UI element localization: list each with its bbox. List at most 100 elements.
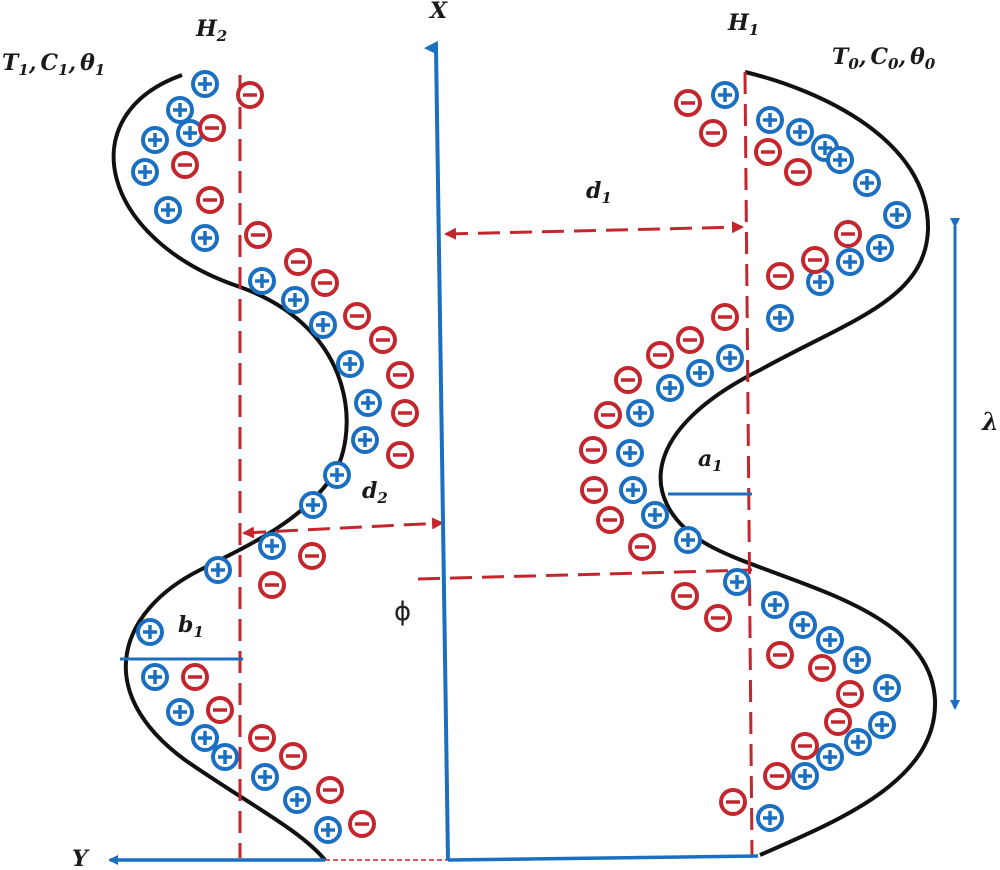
negative-charge-icon: [596, 506, 624, 534]
positive-charge-icon: [716, 344, 744, 372]
positive-charge-icon: [816, 626, 844, 654]
d1-arrow: [444, 221, 744, 240]
negative-charge-icon: [348, 810, 376, 838]
d1-label: d1: [586, 178, 612, 207]
lambda-label: λ: [981, 407, 999, 436]
negative-charge-icon: [343, 302, 371, 330]
positive-charge-icon: [766, 304, 794, 332]
positive-charge-icon: [723, 568, 751, 596]
negative-charge-icon: [298, 542, 326, 570]
positive-charge-icon: [806, 268, 834, 296]
positive-charge-icon: [204, 556, 232, 584]
positive-charge-icon: [258, 532, 286, 560]
positive-charge-icon: [191, 224, 219, 252]
positive-charge-icon: [868, 711, 896, 739]
positive-charge-icon: [166, 698, 194, 726]
positive-charge-icon: [616, 439, 644, 467]
positive-charge-icon: [141, 663, 169, 691]
positive-charge-icon: [883, 201, 911, 229]
positive-charge-icon: [853, 169, 881, 197]
negative-charge-icon: [824, 708, 852, 736]
positive-charge-icon: [251, 763, 279, 791]
positive-charge-icon: [641, 501, 669, 529]
negative-charge-icon: [386, 441, 414, 469]
negative-charge-icon: [834, 220, 862, 248]
positive-charge-icon: [351, 426, 379, 454]
positive-charge-icon: [656, 374, 684, 402]
positive-charge-icon: [756, 804, 784, 832]
positive-charge-icon: [354, 389, 382, 417]
negative-charge-icon: [386, 361, 414, 389]
negative-charge-icon: [808, 654, 836, 682]
positive-charge-icon: [761, 591, 789, 619]
negative-charge-icon: [594, 401, 622, 429]
negative-charge-icon: [258, 571, 286, 599]
h2-label: H2: [195, 16, 227, 45]
negative-charge-icon: [766, 262, 794, 290]
left-wall-curve: [111, 73, 349, 862]
negative-charge-icon: [196, 186, 224, 214]
negative-charge-icon: [801, 246, 829, 274]
negative-charge-icon: [579, 436, 607, 464]
negative-charge-icon: [614, 366, 642, 394]
positive-charge-icon: [283, 786, 311, 814]
positive-charge-icon: [686, 359, 714, 387]
negative-charge-icon: [711, 303, 739, 331]
positive-charge-icon: [626, 399, 654, 427]
positive-charge-icon: [843, 646, 871, 674]
negative-charge-icon: [836, 680, 864, 708]
phi-label: ϕ: [394, 597, 411, 627]
positive-charge-icon: [791, 762, 819, 790]
negative-charge-icon: [784, 158, 812, 186]
positive-charge-icon: [136, 618, 164, 646]
positive-charge-icon: [141, 126, 169, 154]
x-axis: [424, 40, 450, 861]
phi-dashed-line: [417, 568, 753, 581]
d2-label: d2: [362, 478, 388, 507]
positive-charge-icon: [711, 81, 739, 109]
positive-charge-icon: [131, 158, 159, 186]
right-wall-curve: [658, 70, 938, 857]
bottom-baseline: [447, 854, 759, 862]
positive-charge-icon: [191, 70, 219, 98]
negative-charge-icon: [206, 696, 234, 724]
negative-charge-icon: [754, 138, 782, 166]
negative-charge-icon: [766, 641, 794, 669]
positive-charge-icon: [756, 106, 784, 134]
y-axis-label: Y: [72, 846, 90, 870]
right-boundary-conditions: T0,C0,θ0: [832, 44, 936, 73]
negative-charge-icon: [236, 81, 264, 109]
negative-charge-icon: [311, 269, 339, 297]
negative-charge-icon: [316, 776, 344, 804]
positive-charge-icon: [281, 286, 309, 314]
left-boundary-conditions: T1,C1,θ1: [2, 50, 105, 79]
positive-charge-icon: [789, 611, 817, 639]
positive-charge-icon: [826, 146, 854, 174]
positive-charge-icon: [323, 461, 351, 489]
h1-label: H1: [727, 10, 759, 39]
d2-arrow: [242, 517, 444, 539]
positive-charge-icon: [166, 96, 194, 124]
positive-charge-icon: [211, 743, 239, 771]
negative-charge-icon: [699, 119, 727, 147]
positive-charge-icon: [154, 196, 182, 224]
positive-charge-icon: [314, 816, 342, 844]
positive-charge-icon: [873, 674, 901, 702]
positive-charge-icon: [299, 491, 327, 519]
negative-charge-icon: [244, 221, 272, 249]
positive-charge-icon: [816, 743, 844, 771]
h1-dashed-line: [743, 71, 754, 857]
negative-charge-icon: [674, 89, 702, 117]
negative-charge-icon: [676, 326, 704, 354]
positive-charge-icon: [309, 311, 337, 339]
negative-charge-icon: [391, 399, 419, 427]
positive-charge-icon: [836, 248, 864, 276]
positive-charge-icon: [336, 350, 364, 378]
negative-charge-icon: [763, 762, 791, 790]
negative-charge-icon: [198, 114, 226, 142]
b1-label: b1: [178, 612, 204, 641]
negative-charge-icon: [628, 533, 656, 561]
negative-charge-icon: [279, 742, 307, 770]
positive-charge-icon: [191, 724, 219, 752]
